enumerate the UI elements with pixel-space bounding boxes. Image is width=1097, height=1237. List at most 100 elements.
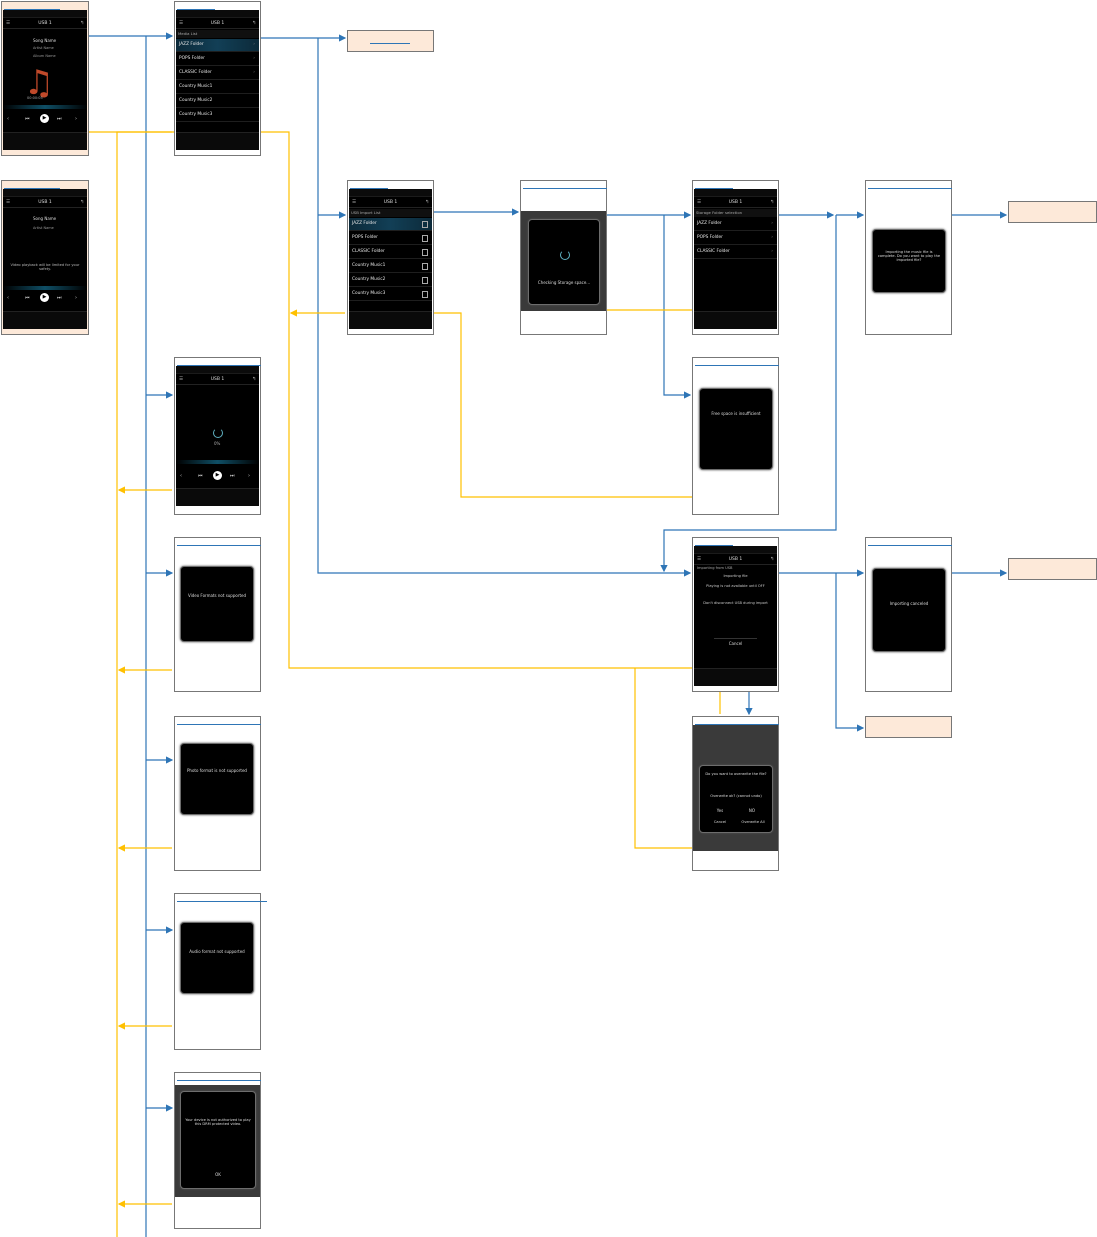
video-not-supported-dialog: Video Formats not supported (180, 566, 254, 642)
checking-message: Checking Storage space... (537, 280, 591, 285)
list-item[interactable]: Country Music3 (349, 288, 432, 301)
checkbox[interactable] (422, 235, 428, 242)
list-item[interactable]: POPS Folder (349, 232, 432, 245)
rewind-icon[interactable]: ⏮ (198, 473, 203, 479)
importing-card: ☰USB 1↰ Importing from USB Importing fil… (692, 537, 779, 692)
import-list-card: ☰USB 1↰ USB Import List JAZZ Folder POPS… (347, 180, 434, 335)
music-note-icon: ♫ (23, 63, 55, 103)
importing-cancel-button[interactable]: Cancel (714, 638, 757, 646)
list-item[interactable]: Country Music1 (176, 81, 259, 94)
play-button[interactable]: ▶ (213, 471, 222, 480)
list-item[interactable]: Country Music2 (176, 95, 259, 108)
insufficient-space-message: Free space is insufficient (711, 411, 761, 416)
next-screen-box (347, 30, 434, 52)
chevron-right-icon: › (253, 42, 255, 47)
photo-not-supported-card: Photo format is not supported (174, 716, 261, 871)
back-icon[interactable]: ↰ (252, 377, 256, 382)
checkbox[interactable] (422, 291, 428, 298)
ok-button[interactable]: OK (215, 1172, 221, 1177)
overwrite-screen: Do you want to overwrite the file? Overw… (693, 725, 778, 851)
source-title: USB 1 (38, 200, 52, 205)
list-item[interactable]: Country Music2 (349, 274, 432, 287)
rewind-icon[interactable]: ⏮ (25, 295, 30, 301)
card-tab (868, 540, 952, 546)
menu-icon[interactable]: ☰ (179, 21, 184, 26)
list-item[interactable]: CLASSIC Folder› (694, 246, 777, 259)
source-title: USB 1 (210, 21, 225, 26)
back-icon[interactable]: ↰ (252, 21, 256, 26)
list-item[interactable]: POPS Folder› (694, 232, 777, 245)
back-icon[interactable]: ↰ (80, 200, 84, 205)
card-tab (695, 540, 733, 546)
back-icon[interactable]: ↰ (770, 557, 774, 562)
artist-name: Artist Name (33, 226, 54, 230)
not-authorized-card: Your device is not authorized to play th… (174, 1072, 261, 1229)
menu-icon[interactable]: ☰ (6, 200, 11, 205)
list-item[interactable]: POPS Folder› (176, 53, 259, 66)
chevron-right-icon: › (771, 221, 773, 226)
video-screen-card: ☰USB 1↰ Song Name Artist Name Video play… (1, 180, 89, 335)
rewind-icon[interactable]: ⏮ (25, 116, 30, 122)
menu-icon[interactable]: ☰ (352, 200, 357, 205)
play-button[interactable]: ▶ (40, 114, 49, 123)
cancel-button[interactable]: Cancel (713, 820, 727, 824)
next-icon[interactable]: › (248, 473, 250, 479)
importing-cancel-dialog: Importing canceled (872, 568, 946, 652)
forward-icon[interactable]: ⏭ (230, 473, 235, 479)
prev-icon[interactable]: ‹ (7, 116, 9, 122)
play-button[interactable]: ▶ (40, 293, 49, 302)
bottom-bar (349, 311, 432, 329)
next-icon[interactable]: › (75, 116, 77, 122)
photo-not-supported-dialog: Photo format is not supported (180, 743, 254, 815)
list-item[interactable]: Country Music3 (176, 109, 259, 122)
card-tab (177, 719, 261, 725)
checking-storage-card: Checking Storage space... (520, 180, 607, 335)
menu-icon[interactable]: ☰ (697, 200, 702, 205)
next-icon[interactable]: › (75, 295, 77, 301)
checkbox[interactable] (422, 263, 428, 270)
yes-button[interactable]: Yes (716, 808, 724, 813)
spinner-icon (213, 428, 223, 438)
overwrite-all-button[interactable]: Overwrite All (741, 820, 765, 824)
back-icon[interactable]: ↰ (770, 200, 774, 205)
card-tab (695, 719, 779, 725)
list-item[interactable]: CLASSIC Folder› (176, 67, 259, 80)
title-bar: ☰USB 1↰ (176, 375, 259, 385)
list-item[interactable]: JAZZ Folder› (694, 218, 777, 231)
photo-not-supported-message: Photo format is not supported (187, 768, 247, 773)
chevron-right-icon: › (771, 249, 773, 254)
list-item[interactable]: Country Music1 (349, 260, 432, 273)
import-list-screen: ☰USB 1↰ USB Import List JAZZ Folder POPS… (349, 189, 432, 329)
forward-icon[interactable]: ⏭ (57, 116, 62, 122)
loading-percent: 0% (214, 441, 221, 446)
title-bar: ☰ USB 1 ↰ (176, 19, 259, 29)
card-tab (177, 896, 267, 902)
card-tab (4, 183, 60, 189)
back-icon[interactable]: ↰ (425, 200, 429, 205)
forward-icon[interactable]: ⏭ (57, 295, 62, 301)
prev-icon[interactable]: ‹ (180, 473, 182, 479)
chevron-right-icon: › (771, 235, 773, 240)
title-bar: ☰USB 1↰ (694, 555, 777, 565)
status-bar (694, 189, 777, 197)
transport-controls: ‹ ⏮ ⏭ › (176, 471, 259, 481)
list-item[interactable]: JAZZ Folder› (176, 39, 259, 52)
status-bar (176, 366, 259, 374)
checkbox[interactable] (422, 249, 428, 256)
bottom-bar (176, 132, 259, 150)
back-icon[interactable]: ↰ (80, 21, 84, 26)
list-item[interactable]: JAZZ Folder (349, 218, 432, 231)
menu-icon[interactable]: ☰ (179, 377, 184, 382)
title-bar: ☰USB 1↰ (3, 19, 87, 29)
menu-icon[interactable]: ☰ (6, 21, 11, 26)
import-complete-card: Importing the music file is complete. Do… (865, 180, 952, 335)
no-button[interactable]: NO (748, 808, 756, 813)
menu-icon[interactable]: ☰ (697, 557, 702, 562)
checkbox[interactable] (422, 277, 428, 284)
checkbox[interactable] (422, 221, 428, 228)
card-tab (177, 360, 261, 366)
prev-icon[interactable]: ‹ (7, 295, 9, 301)
list-item[interactable]: CLASSIC Folder (349, 246, 432, 259)
artist-name: Artist Name (33, 46, 54, 50)
bottom-bar (694, 311, 777, 329)
